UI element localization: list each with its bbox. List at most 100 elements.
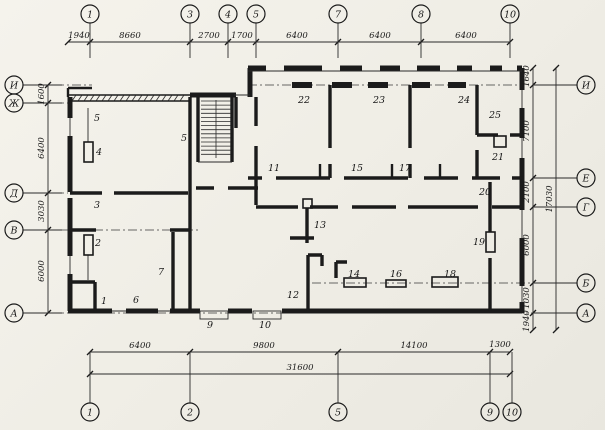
- fixture-rect-16: [385, 279, 407, 288]
- axis-marker-top-4: 4: [218, 4, 238, 24]
- room-label-7: 7: [158, 267, 165, 278]
- room-label-4: 4: [95, 147, 102, 158]
- axis-marker-bottom-5: 5: [328, 402, 348, 422]
- axis-circle: [328, 402, 348, 422]
- ticks-and-leaders: [23, 23, 577, 403]
- room-label-10: 10: [259, 320, 271, 331]
- axis-label: Б: [582, 278, 590, 289]
- axis-marker-left-И: И: [4, 75, 24, 95]
- dimension-label: 14100: [400, 341, 428, 351]
- dim-tick: [552, 326, 560, 334]
- axis-marker-top-8: 8: [411, 4, 431, 24]
- axis-circle: [500, 4, 520, 24]
- axis-marker-top-7: 7: [328, 4, 348, 24]
- axis-marker-right-Б: Б: [576, 273, 596, 293]
- axis-marker-top-5: 5: [246, 4, 266, 24]
- dimension-label: 1940: [522, 310, 532, 332]
- wall-hatch: [71, 94, 185, 102]
- axis-label: Г: [582, 202, 590, 213]
- axis-label: 2: [186, 407, 193, 418]
- dimension-label: 8660: [119, 31, 141, 41]
- axis-label: 10: [504, 9, 516, 20]
- axis-label: 4: [224, 9, 231, 20]
- axis-label: 8: [418, 9, 424, 20]
- dim-tick: [529, 326, 537, 334]
- axis-marker-bottom-9: 9: [480, 402, 500, 422]
- fixture-rect-13: [302, 198, 313, 209]
- room-label-19: 19: [473, 237, 485, 248]
- dim-tick: [506, 348, 514, 356]
- dimension-label: 2100: [522, 181, 532, 204]
- axis-label: Е: [582, 173, 590, 184]
- room-label-24: 24: [457, 95, 470, 106]
- axis-label: 7: [335, 9, 342, 20]
- room-label-9: 9: [207, 320, 213, 331]
- axis-circle: [4, 303, 24, 323]
- room-label-3: 3: [94, 200, 100, 211]
- room-label-23: 23: [372, 95, 385, 106]
- room-label-6: 6: [133, 295, 139, 306]
- room-label-20: 20: [478, 187, 491, 198]
- axis-label: В: [10, 225, 18, 236]
- axis-circle: [4, 183, 24, 203]
- axis-label: 1: [87, 407, 93, 418]
- axis-circle: [576, 303, 596, 323]
- axis-marker-left-В: В: [4, 220, 24, 240]
- axis-circle: [4, 220, 24, 240]
- dimension-label: 6000: [522, 234, 532, 256]
- exterior-walls: [67, 65, 525, 314]
- porch-step-10: [252, 310, 282, 320]
- axis-circle: [4, 93, 24, 113]
- dimension-label: 3030: [37, 200, 47, 222]
- fixture-rect-18: [431, 276, 459, 288]
- axis-marker-right-Г: Г: [576, 197, 596, 217]
- dimension-label: 6000: [37, 260, 47, 282]
- porch-step-9: [199, 310, 229, 320]
- room-label-5: 5: [94, 113, 100, 124]
- room-label-16: 16: [390, 269, 402, 280]
- dimension-label: 6400: [369, 31, 391, 41]
- window-lines: [69, 70, 523, 312]
- dimension-label: 6400: [37, 137, 47, 159]
- room-label-14: 14: [348, 269, 360, 280]
- dimension-label: 1700: [231, 31, 253, 41]
- axis-label: 5: [253, 9, 259, 20]
- axis-circle: [80, 402, 100, 422]
- axis-label: Ж: [8, 98, 20, 109]
- axis-label: 1: [87, 9, 93, 20]
- axis-marker-bottom-10: 10: [502, 402, 522, 422]
- axis-marker-right-А: А: [576, 303, 596, 323]
- dimension-label: 6400: [129, 341, 151, 351]
- axis-label: 10: [506, 407, 518, 418]
- axis-centerlines: [55, 84, 545, 314]
- axis-circle: [180, 402, 200, 422]
- axis-marker-left-А: А: [4, 303, 24, 323]
- dimension-label: 1940: [68, 31, 90, 41]
- dim-tick: [529, 64, 537, 72]
- dimension-label: 7100: [522, 120, 532, 142]
- axis-circle: [502, 402, 522, 422]
- axis-circle: [246, 4, 266, 24]
- leader-lines: [23, 23, 577, 403]
- room-label-18: 18: [444, 269, 456, 280]
- dimension-label: 2700: [197, 31, 220, 41]
- axis-circle: [328, 4, 348, 24]
- axis-label: 5: [335, 407, 341, 418]
- room-label-1: 1: [101, 296, 107, 307]
- fixture-rect-2: [83, 234, 94, 256]
- axis-circle: [411, 4, 431, 24]
- dimension-label: 17030: [545, 185, 555, 213]
- axis-label: И: [581, 80, 591, 91]
- room-label-11: 11: [268, 163, 280, 174]
- fixture-rect-19: [485, 231, 496, 253]
- axis-label: 3: [187, 9, 193, 20]
- dimension-label: 6400: [455, 31, 477, 41]
- axis-circle: [576, 75, 596, 95]
- axis-marker-top-10: 10: [500, 4, 520, 24]
- partition-stubs: [66, 86, 442, 178]
- axis-marker-bottom-2: 2: [180, 402, 200, 422]
- interior-walls: [70, 85, 522, 311]
